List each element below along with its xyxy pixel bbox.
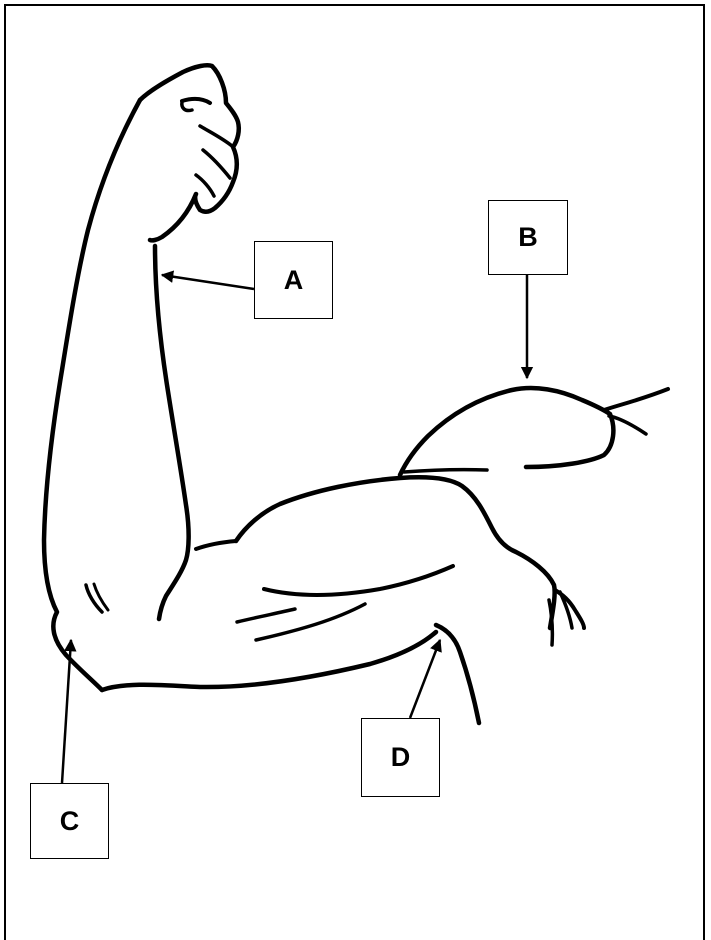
shoulder-inner-line	[404, 470, 487, 472]
label-c-text: C	[60, 806, 80, 837]
upper-arm-bottom	[102, 632, 436, 690]
muscle-line-1	[264, 566, 453, 595]
fist-finger-line-4	[203, 150, 230, 178]
label-d-text: D	[391, 742, 411, 773]
fist-finger-line-3	[200, 126, 232, 146]
label-box-c: C	[30, 783, 109, 859]
fist-finger-line-1	[182, 99, 210, 103]
forearm-inner-edge	[155, 246, 189, 619]
muscle-line-3	[256, 604, 365, 640]
label-box-b: B	[488, 200, 568, 275]
neck-line-1	[604, 389, 668, 410]
label-b-text: B	[518, 222, 538, 253]
label-a-text: A	[284, 265, 304, 296]
arrow-d	[410, 640, 440, 718]
label-box-a: A	[254, 241, 333, 319]
shoulder-outline	[400, 388, 613, 475]
elbow-crease	[196, 541, 236, 549]
muscle-line-2	[237, 609, 295, 622]
biceps-top	[236, 477, 555, 628]
fist-finger-line-5	[196, 175, 214, 196]
arrow-a	[162, 275, 254, 289]
label-box-d: D	[361, 718, 440, 797]
armpit-curve	[436, 625, 479, 723]
fist-finger-line-2	[182, 102, 192, 111]
fist-outline	[140, 65, 239, 240]
arrow-c	[62, 640, 71, 783]
